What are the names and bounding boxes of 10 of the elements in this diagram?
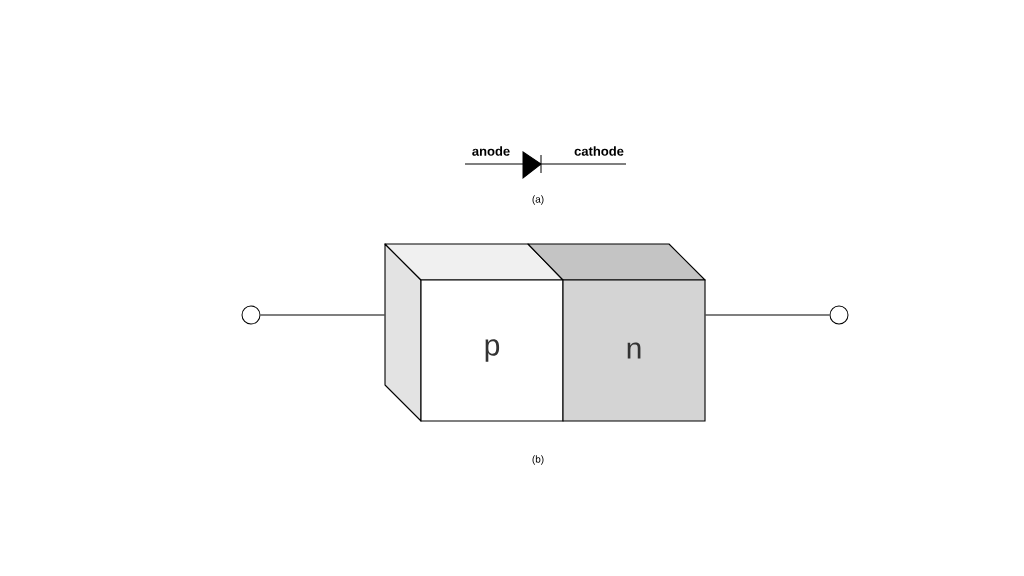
wire <box>260 314 385 316</box>
terminal-circle <box>829 305 849 325</box>
region-box: p <box>420 279 564 422</box>
figure-label: (a) <box>532 195 544 205</box>
terminal-label: cathode <box>574 146 624 156</box>
terminal-label: anode <box>472 146 510 156</box>
terminal-circle <box>241 305 261 325</box>
wire <box>705 314 830 316</box>
figure-label: (b) <box>532 455 544 465</box>
region-box: n <box>562 279 706 422</box>
